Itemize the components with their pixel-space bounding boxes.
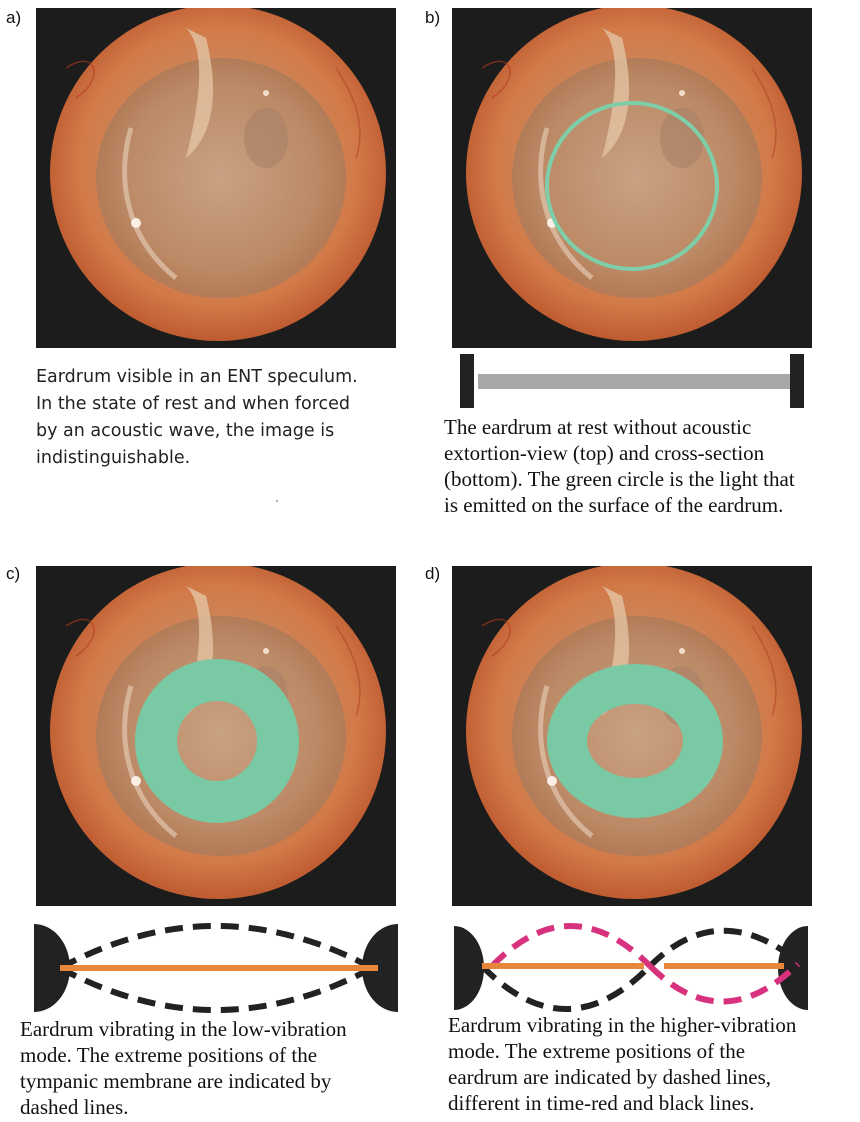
left-support (454, 926, 484, 1010)
panel-c-label: c) (6, 564, 20, 584)
panel-b-caption: The eardrum at rest without acoustic ext… (444, 414, 795, 518)
caption-line: (bottom). The green circle is the light … (444, 466, 795, 492)
right-support (790, 354, 804, 408)
panel-d-caption: Eardrum vibrating in the higher-vibratio… (448, 1012, 796, 1116)
caption-line: indistinguishable. (36, 445, 358, 472)
caption-line: The eardrum at rest without acoustic (444, 414, 795, 440)
caption-line: dashed lines. (20, 1094, 347, 1120)
left-support (460, 354, 474, 408)
caption-line: In the state of rest and when forced (36, 391, 358, 418)
caption-line: eardrum are indicated by dashed lines, (448, 1064, 796, 1090)
panel-c-cross-section (30, 912, 402, 1024)
panel-b-label: b) (425, 8, 440, 28)
panel-a-label: a) (6, 8, 21, 28)
stray-mark (276, 500, 278, 502)
panel-b-cross-section (452, 352, 812, 410)
panel-d-cross-section (452, 912, 824, 1024)
membrane-at-rest (478, 374, 790, 389)
panel-a-eardrum-image (36, 8, 396, 348)
caption-line: different in time-red and black lines. (448, 1090, 796, 1116)
black-lower-extreme-dashed-line (482, 966, 650, 1009)
red-lower-extreme-dashed-line (650, 964, 798, 1002)
panel-c-caption: Eardrum vibrating in the low-vibration m… (20, 1016, 347, 1120)
caption-line: mode. The extreme positions of the (20, 1042, 347, 1068)
caption-line: tympanic membrane are indicated by (20, 1068, 347, 1094)
upper-extreme-dashed-line (60, 926, 372, 968)
panel-b-eardrum-image (452, 8, 812, 348)
caption-line: Eardrum visible in an ENT speculum. (36, 364, 358, 391)
caption-line: by an acoustic wave, the image is (36, 418, 358, 445)
panel-c-eardrum-image (36, 566, 396, 906)
caption-line: mode. The extreme positions of the (448, 1038, 796, 1064)
panel-a-caption: Eardrum visible in an ENT speculum. In t… (36, 364, 358, 472)
panel-d-label: d) (425, 564, 440, 584)
red-upper-extreme-dashed-line (492, 926, 650, 966)
caption-line: Eardrum vibrating in the higher-vibratio… (448, 1012, 796, 1038)
panel-d-eardrum-image (452, 566, 812, 906)
caption-line: is emitted on the surface of the eardrum… (444, 492, 795, 518)
caption-line: Eardrum vibrating in the low-vibration (20, 1016, 347, 1042)
lower-extreme-dashed-line (60, 968, 372, 1010)
caption-line: extortion-view (top) and cross-section (444, 440, 795, 466)
black-upper-extreme-dashed-line (650, 931, 788, 966)
